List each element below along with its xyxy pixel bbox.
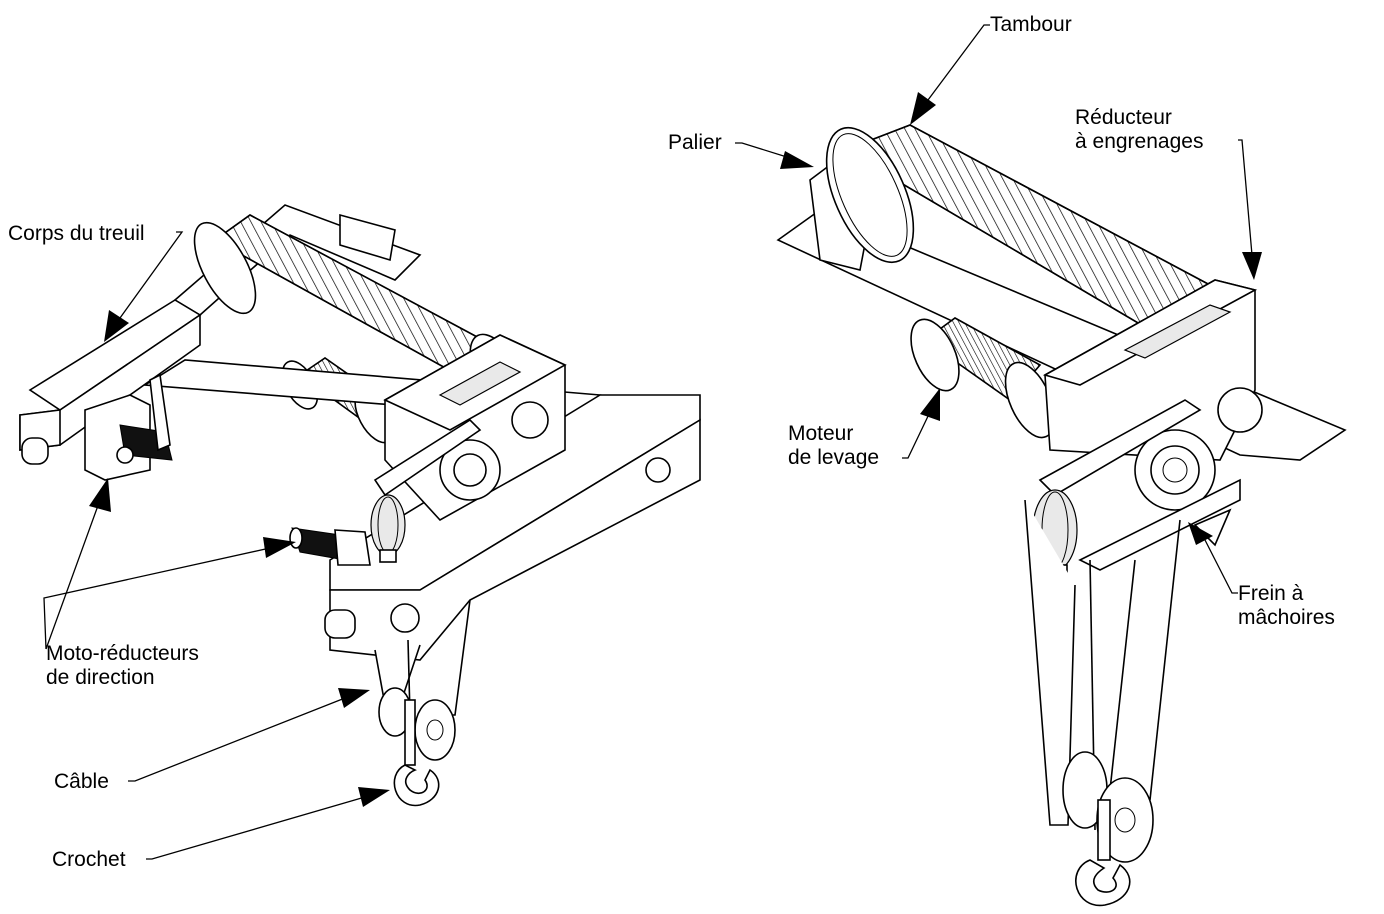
leader-lines xyxy=(43,24,1262,860)
right-drum xyxy=(825,124,1212,331)
label-moteur-line2: de levage xyxy=(788,446,880,469)
wheel-hub-left xyxy=(21,437,49,465)
label-moto-reducteurs-line2: de direction xyxy=(46,666,155,689)
label-reducteur-line2: à engrenages xyxy=(1075,130,1204,153)
right-rope-and-hook xyxy=(1024,499,1181,907)
travel-gearmotor-2 xyxy=(289,527,371,566)
travel-gearmotor-1 xyxy=(84,394,173,481)
right-hoist-assembly xyxy=(776,124,1347,907)
label-frein-line2: mâchoires xyxy=(1238,606,1335,629)
left-brake xyxy=(370,418,482,563)
wheel-hub-front xyxy=(324,609,356,639)
label-corps-du-treuil: Corps du treuil xyxy=(8,222,145,245)
label-moteur-line1: Moteur xyxy=(788,422,854,445)
label-crochet: Crochet xyxy=(52,848,126,871)
label-moto-reducteurs-line1: Moto-réducteurs xyxy=(46,642,199,665)
label-cable: Câble xyxy=(54,770,109,793)
left-rope-and-hook xyxy=(374,599,471,807)
right-gearbox xyxy=(1042,279,1263,511)
left-hoist-assembly xyxy=(19,204,701,807)
front-beam-side xyxy=(329,418,701,661)
bolt-flange-front xyxy=(390,603,420,633)
right-hoist-motor xyxy=(910,317,1056,439)
right-brake xyxy=(1032,399,1241,586)
label-tambour: Tambour xyxy=(990,13,1072,36)
label-frein-line1: Frein à xyxy=(1238,582,1304,605)
bearing-housing xyxy=(339,213,396,262)
label-palier: Palier xyxy=(668,131,722,154)
label-reducteur-line1: Réducteur xyxy=(1075,106,1172,129)
